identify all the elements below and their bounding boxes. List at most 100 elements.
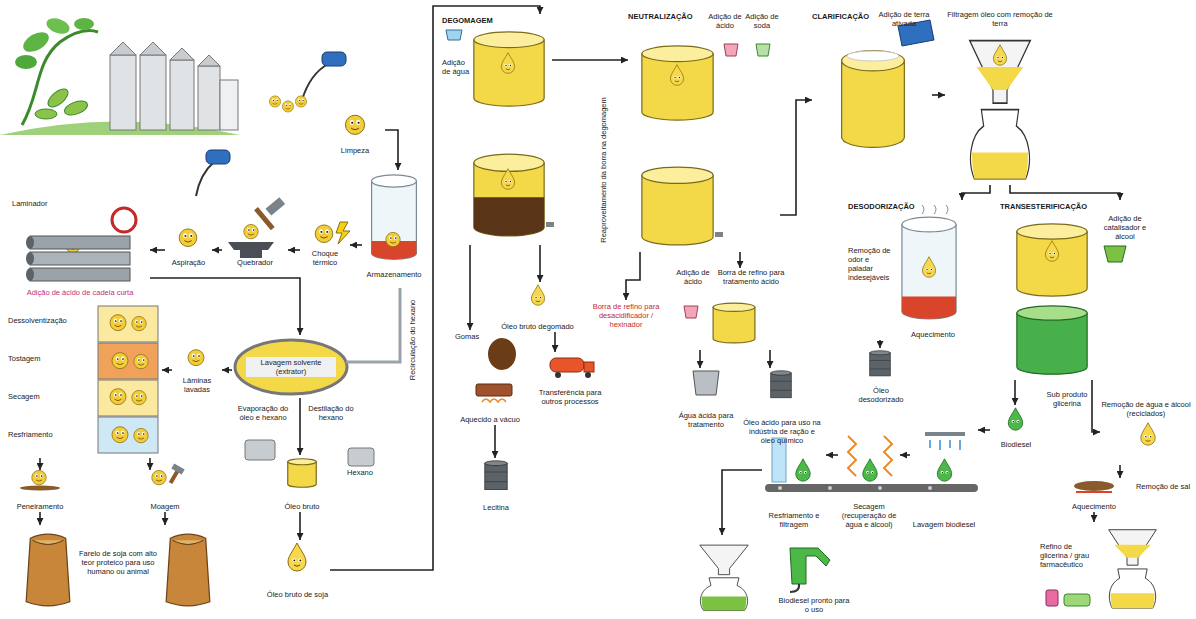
desolventizer-column bbox=[110, 389, 126, 405]
clarification bbox=[993, 45, 1006, 66]
process-step: Óleo bruto degomado bbox=[500, 282, 575, 332]
step-label: Óleo bruto de soja bbox=[265, 590, 330, 599]
sieve-and-mill bbox=[20, 463, 185, 490]
neutralization-tanks bbox=[642, 46, 713, 120]
laminator-rollers bbox=[30, 236, 130, 249]
process-step: DessolventizaçãoTostagemSecagemResfriame… bbox=[8, 302, 162, 458]
silos bbox=[170, 48, 194, 60]
vertical-note: Recirculação do hexano bbox=[408, 300, 417, 380]
laminator-rollers bbox=[26, 236, 34, 249]
flow-arrow bbox=[150, 249, 165, 251]
flow-arrow bbox=[1092, 380, 1100, 432]
neutralization-tanks bbox=[713, 303, 755, 343]
process-step: Moagem bbox=[130, 470, 200, 512]
process-step: Lâminas lavadas bbox=[172, 345, 222, 395]
neutralization-tanks bbox=[684, 306, 698, 318]
biodiesel-line bbox=[848, 436, 856, 476]
meal-bags bbox=[166, 534, 210, 606]
process-step: Resfriamento e filtragem bbox=[762, 430, 826, 530]
flow-arrow bbox=[1014, 380, 1016, 405]
process-step: Aquecimento bbox=[1058, 478, 1130, 512]
gums-and-lecithin bbox=[585, 372, 591, 378]
flow-arrow bbox=[150, 278, 300, 335]
process-step: Farelo de soja com alto teor proteico pa… bbox=[20, 525, 215, 612]
step-label: Laminador bbox=[12, 199, 72, 208]
step-label: Refino de glicerina / grau farmacêutico bbox=[1040, 542, 1098, 569]
extractor-tank bbox=[348, 448, 374, 466]
gums-and-lecithin bbox=[476, 285, 594, 490]
process-step: Choque térmico bbox=[300, 220, 350, 268]
flow-arrow bbox=[164, 512, 166, 525]
laminator-rollers bbox=[112, 208, 136, 232]
biodiesel-line bbox=[884, 436, 892, 476]
silos bbox=[170, 60, 194, 130]
step-label: Lavagem biodiesel bbox=[910, 520, 978, 529]
transesterification bbox=[1017, 306, 1087, 374]
step-label: Adição de água bbox=[442, 58, 472, 76]
soy-plant bbox=[15, 55, 37, 69]
flow-arrow bbox=[469, 245, 471, 330]
gums-and-lecithin bbox=[584, 362, 594, 372]
hammer-anvil bbox=[228, 197, 285, 258]
process-step: NEUTRALIZAÇÃOAdição de ácidoAdição de so… bbox=[628, 12, 780, 252]
process-step: Óleo ácido para uso na indústria de raçã… bbox=[742, 368, 822, 446]
soy-plant bbox=[0, 15, 240, 135]
soy-plant bbox=[63, 98, 90, 117]
clarification bbox=[842, 20, 1031, 179]
biodiesel-line bbox=[778, 486, 782, 490]
flow-arrow bbox=[39, 512, 41, 525]
flow-arrow bbox=[1119, 465, 1121, 478]
flow-arrow bbox=[149, 458, 151, 470]
gums-and-lecithin bbox=[531, 285, 544, 306]
step-label: Óleo desodorizado bbox=[850, 386, 912, 404]
clarification bbox=[847, 51, 899, 61]
step-label: Lavagem solvente (extrator) bbox=[246, 357, 336, 377]
note-label: Remoção de sal bbox=[1134, 482, 1192, 491]
transesterification bbox=[1104, 246, 1126, 262]
neutralization-tanks bbox=[642, 44, 791, 398]
step-label: Dessolventização bbox=[8, 316, 94, 325]
gums-and-lecithin bbox=[550, 358, 584, 372]
process-step: Lavagem solvente (extrator) bbox=[232, 335, 350, 398]
gums-and-lecithin bbox=[555, 372, 561, 378]
deodorization bbox=[870, 351, 891, 376]
flow-arrow bbox=[288, 249, 300, 251]
process-step: GomasAquecido a vácuo bbox=[455, 330, 525, 425]
step-label: Transferência para outros processos bbox=[530, 388, 610, 406]
silos bbox=[220, 80, 238, 130]
flow-arrow bbox=[879, 340, 881, 348]
step-label: Adição de soda bbox=[744, 12, 780, 30]
neutralization-tanks bbox=[724, 44, 738, 56]
step-label: Farelo de soja com alto teor proteico pa… bbox=[78, 549, 158, 576]
degumming-tanks bbox=[474, 154, 544, 236]
laminator-rollers bbox=[30, 252, 130, 265]
process-step: TRANSESTERIFICAÇÃOAdição de catalisador … bbox=[1000, 200, 1150, 380]
process-step: Óleo desodorizado bbox=[850, 348, 912, 405]
degumming-tanks bbox=[501, 53, 514, 74]
hammer-anvil bbox=[228, 242, 274, 258]
process-step: Peneiramento bbox=[8, 470, 72, 512]
process-step: Secagem (recuperação de água e álcool) bbox=[838, 420, 900, 530]
transesterification bbox=[1017, 224, 1087, 296]
sieve-and-mill bbox=[171, 463, 184, 474]
process-step: Lavagem biodiesel bbox=[910, 420, 978, 530]
step-label: Aquecido a vácuo bbox=[455, 415, 525, 424]
deodorization bbox=[902, 217, 956, 319]
process-step: Transferência para outros processos bbox=[530, 352, 610, 407]
flow-arrow bbox=[330, 6, 540, 570]
extractor-tank bbox=[235, 340, 347, 394]
gums-and-lecithin bbox=[482, 399, 506, 402]
flow-arrow bbox=[162, 369, 172, 371]
laminator-rollers bbox=[30, 268, 130, 281]
step-label: Lâminas lavadas bbox=[172, 376, 222, 394]
lightning bbox=[336, 222, 350, 244]
desolventizer-column bbox=[98, 417, 158, 453]
soybean-characters bbox=[345, 115, 364, 134]
step-label: Água ácida para tratamento bbox=[676, 411, 736, 429]
flow-arrow bbox=[350, 244, 362, 246]
flow-arrow bbox=[552, 59, 628, 61]
vacuum-cleaner bbox=[206, 150, 230, 164]
step-label: Peneiramento bbox=[8, 502, 72, 511]
soybean-characters bbox=[269, 96, 280, 107]
